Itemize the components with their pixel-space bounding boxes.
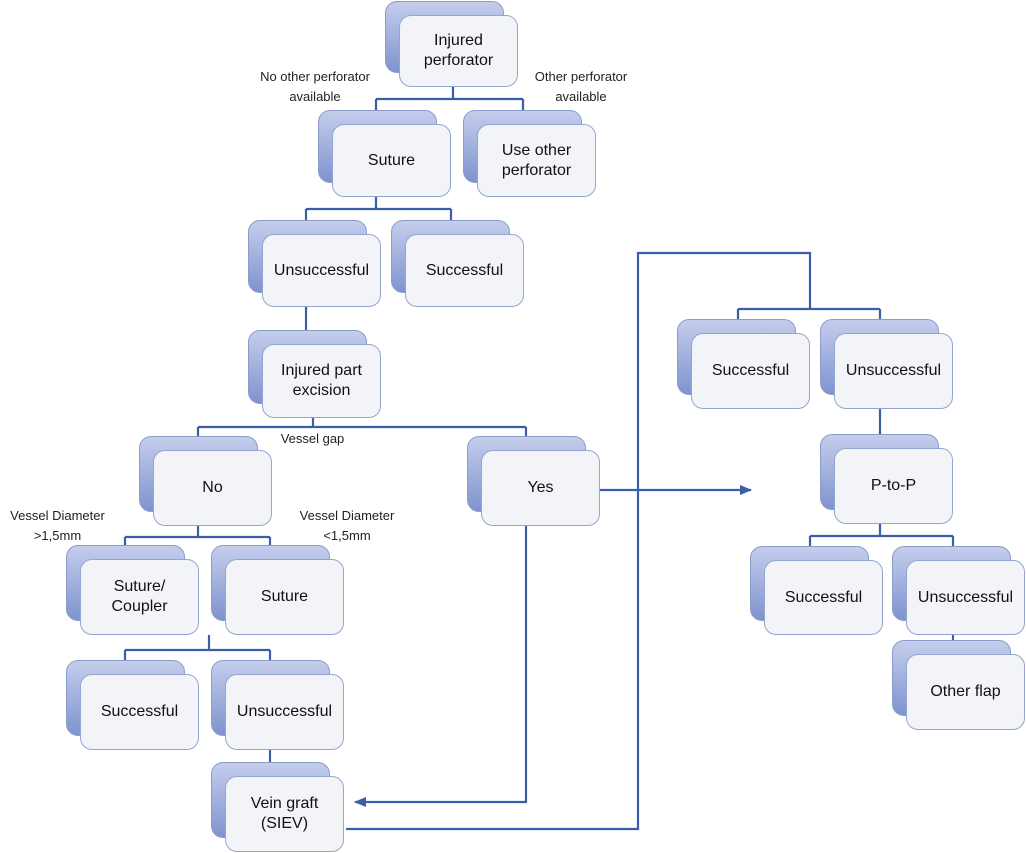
node-successful-4: Successful (750, 546, 883, 635)
node-successful-1: Successful (391, 220, 524, 307)
node-no: No (139, 436, 272, 526)
node-unsuccessful-3: Unsuccessful (820, 319, 953, 409)
connector (123, 525, 272, 547)
node-injured-perforator: Injured perforator (385, 1, 518, 87)
connector (808, 523, 955, 548)
node-unsuccessful-4: Unsuccessful (892, 546, 1025, 635)
connector (304, 196, 453, 222)
node-p-to-p: P-to-P (820, 434, 953, 524)
node-unsuccessful-1: Unsuccessful (248, 220, 381, 307)
label-no-other-perforator: No other perforator available (260, 69, 370, 104)
node-successful-3: Successful (677, 319, 810, 409)
node-use-other-perforator: Use other perforator (463, 110, 596, 197)
node-suture-small: Suture (211, 545, 344, 635)
connector (374, 86, 525, 112)
node-vein-graft: Vein graft (SIEV) (211, 762, 344, 852)
label-diameter-small: Vessel Diameter <1,5mm (299, 508, 395, 543)
node-unsuccessful-2: Unsuccessful (211, 660, 344, 750)
connector (123, 635, 272, 662)
connector (354, 525, 528, 807)
node-other-flap: Other flap (892, 640, 1025, 730)
node-yes: Yes (467, 436, 600, 526)
node-injured-part-excision: Injured part excision (248, 330, 381, 418)
node-suture-coupler: Suture/ Coupler (66, 545, 199, 635)
node-suture: Suture (318, 110, 451, 197)
label-vessel-gap: Vessel gap (280, 431, 345, 446)
label-diameter-large: Vessel Diameter >1,5mm (10, 508, 105, 543)
node-successful-2: Successful (66, 660, 199, 750)
connector (346, 251, 812, 831)
connector (196, 417, 528, 438)
label-other-perforator: Other perforator available (534, 69, 628, 104)
